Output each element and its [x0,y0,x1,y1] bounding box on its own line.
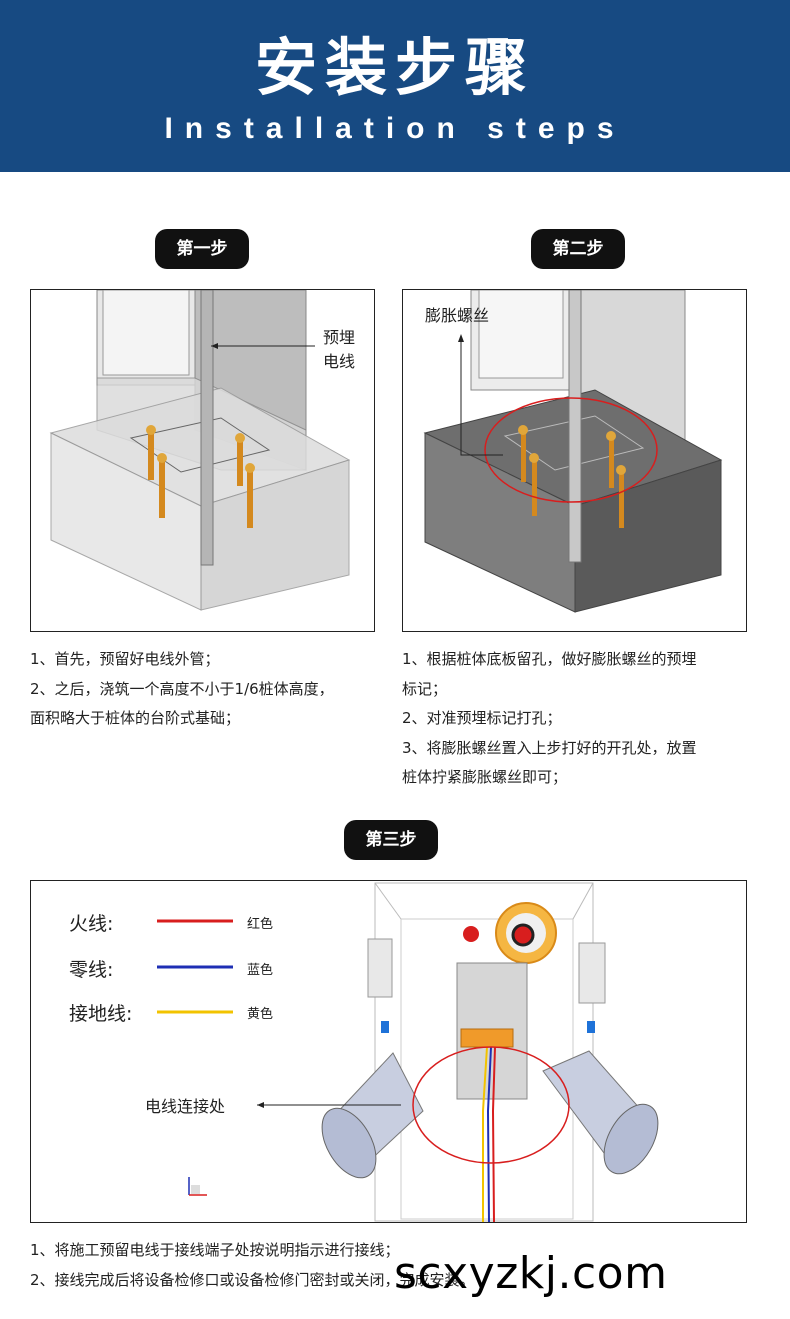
step1-diagram: 预埋 电线 [30,289,375,632]
note-line: 1、将施工预留电线于接线端子处按说明指示进行接线； [30,1241,400,1259]
watermark: scxyzkj.com [394,1248,668,1299]
page-title: 安装步骤 [254,31,535,104]
step3-diagram: 火线: 红色 零线: 蓝色 接地线: 黄色 电线连接处 [30,880,747,1223]
note-line: 桩体拧紧膨胀螺丝即可； [402,768,568,786]
note-line: 2、对准预埋标记打孔； [402,709,562,727]
step1-label: 第一步 [155,229,249,269]
step1-notes: 1、首先，预留好电线外管； 2、之后，浇筑一个高度不小于1/6桩体高度， 面积略… [30,645,334,734]
note-line: 3、将膨胀螺丝置入上步打好的开孔处，放置 [402,738,697,757]
page-subtitle: Installation steps [164,112,626,145]
legend-fire-color: 红色 [247,917,274,932]
step1-callout-line2: 电线 [323,352,356,371]
legend-ground-label: 接地线: [69,1003,133,1025]
note-line: 2、接线完成后将设备检修口或设备检修门密封或关闭，完成安装。 [30,1270,475,1289]
note-line: 2、之后，浇筑一个高度不小于1/6桩体高度， [30,679,334,698]
note-line: 面积略大于桩体的台阶式基础； [30,709,241,727]
step2-callout: 膨胀螺丝 [425,306,490,325]
step3-label: 第三步 [344,820,438,860]
legend-neutral-label: 零线: [69,959,114,981]
legend-neutral-color: 蓝色 [247,963,274,978]
step3-callout: 电线连接处 [145,1097,226,1116]
legend-ground-color: 黄色 [247,1007,274,1022]
step2-label: 第二步 [531,229,625,269]
legend-fire-label: 火线: [69,913,114,935]
step2-notes: 1、根据桩体底板留孔，做好膨胀螺丝的预埋 标记； 2、对准预埋标记打孔； 3、将… [402,645,697,793]
note-line: 标记； [402,679,448,698]
header-banner: 安装步骤 Installation steps [0,0,790,172]
step3-notes: 1、将施工预留电线于接线端子处按说明指示进行接线； 2、接线完成后将设备检修口或… [30,1236,475,1295]
step2-diagram: 膨胀螺丝 [402,289,747,632]
note-line: 1、根据桩体底板留孔，做好膨胀螺丝的预埋 [402,650,697,668]
note-line: 1、首先，预留好电线外管； [30,650,220,668]
step1-callout-line1: 预埋 [323,328,356,347]
